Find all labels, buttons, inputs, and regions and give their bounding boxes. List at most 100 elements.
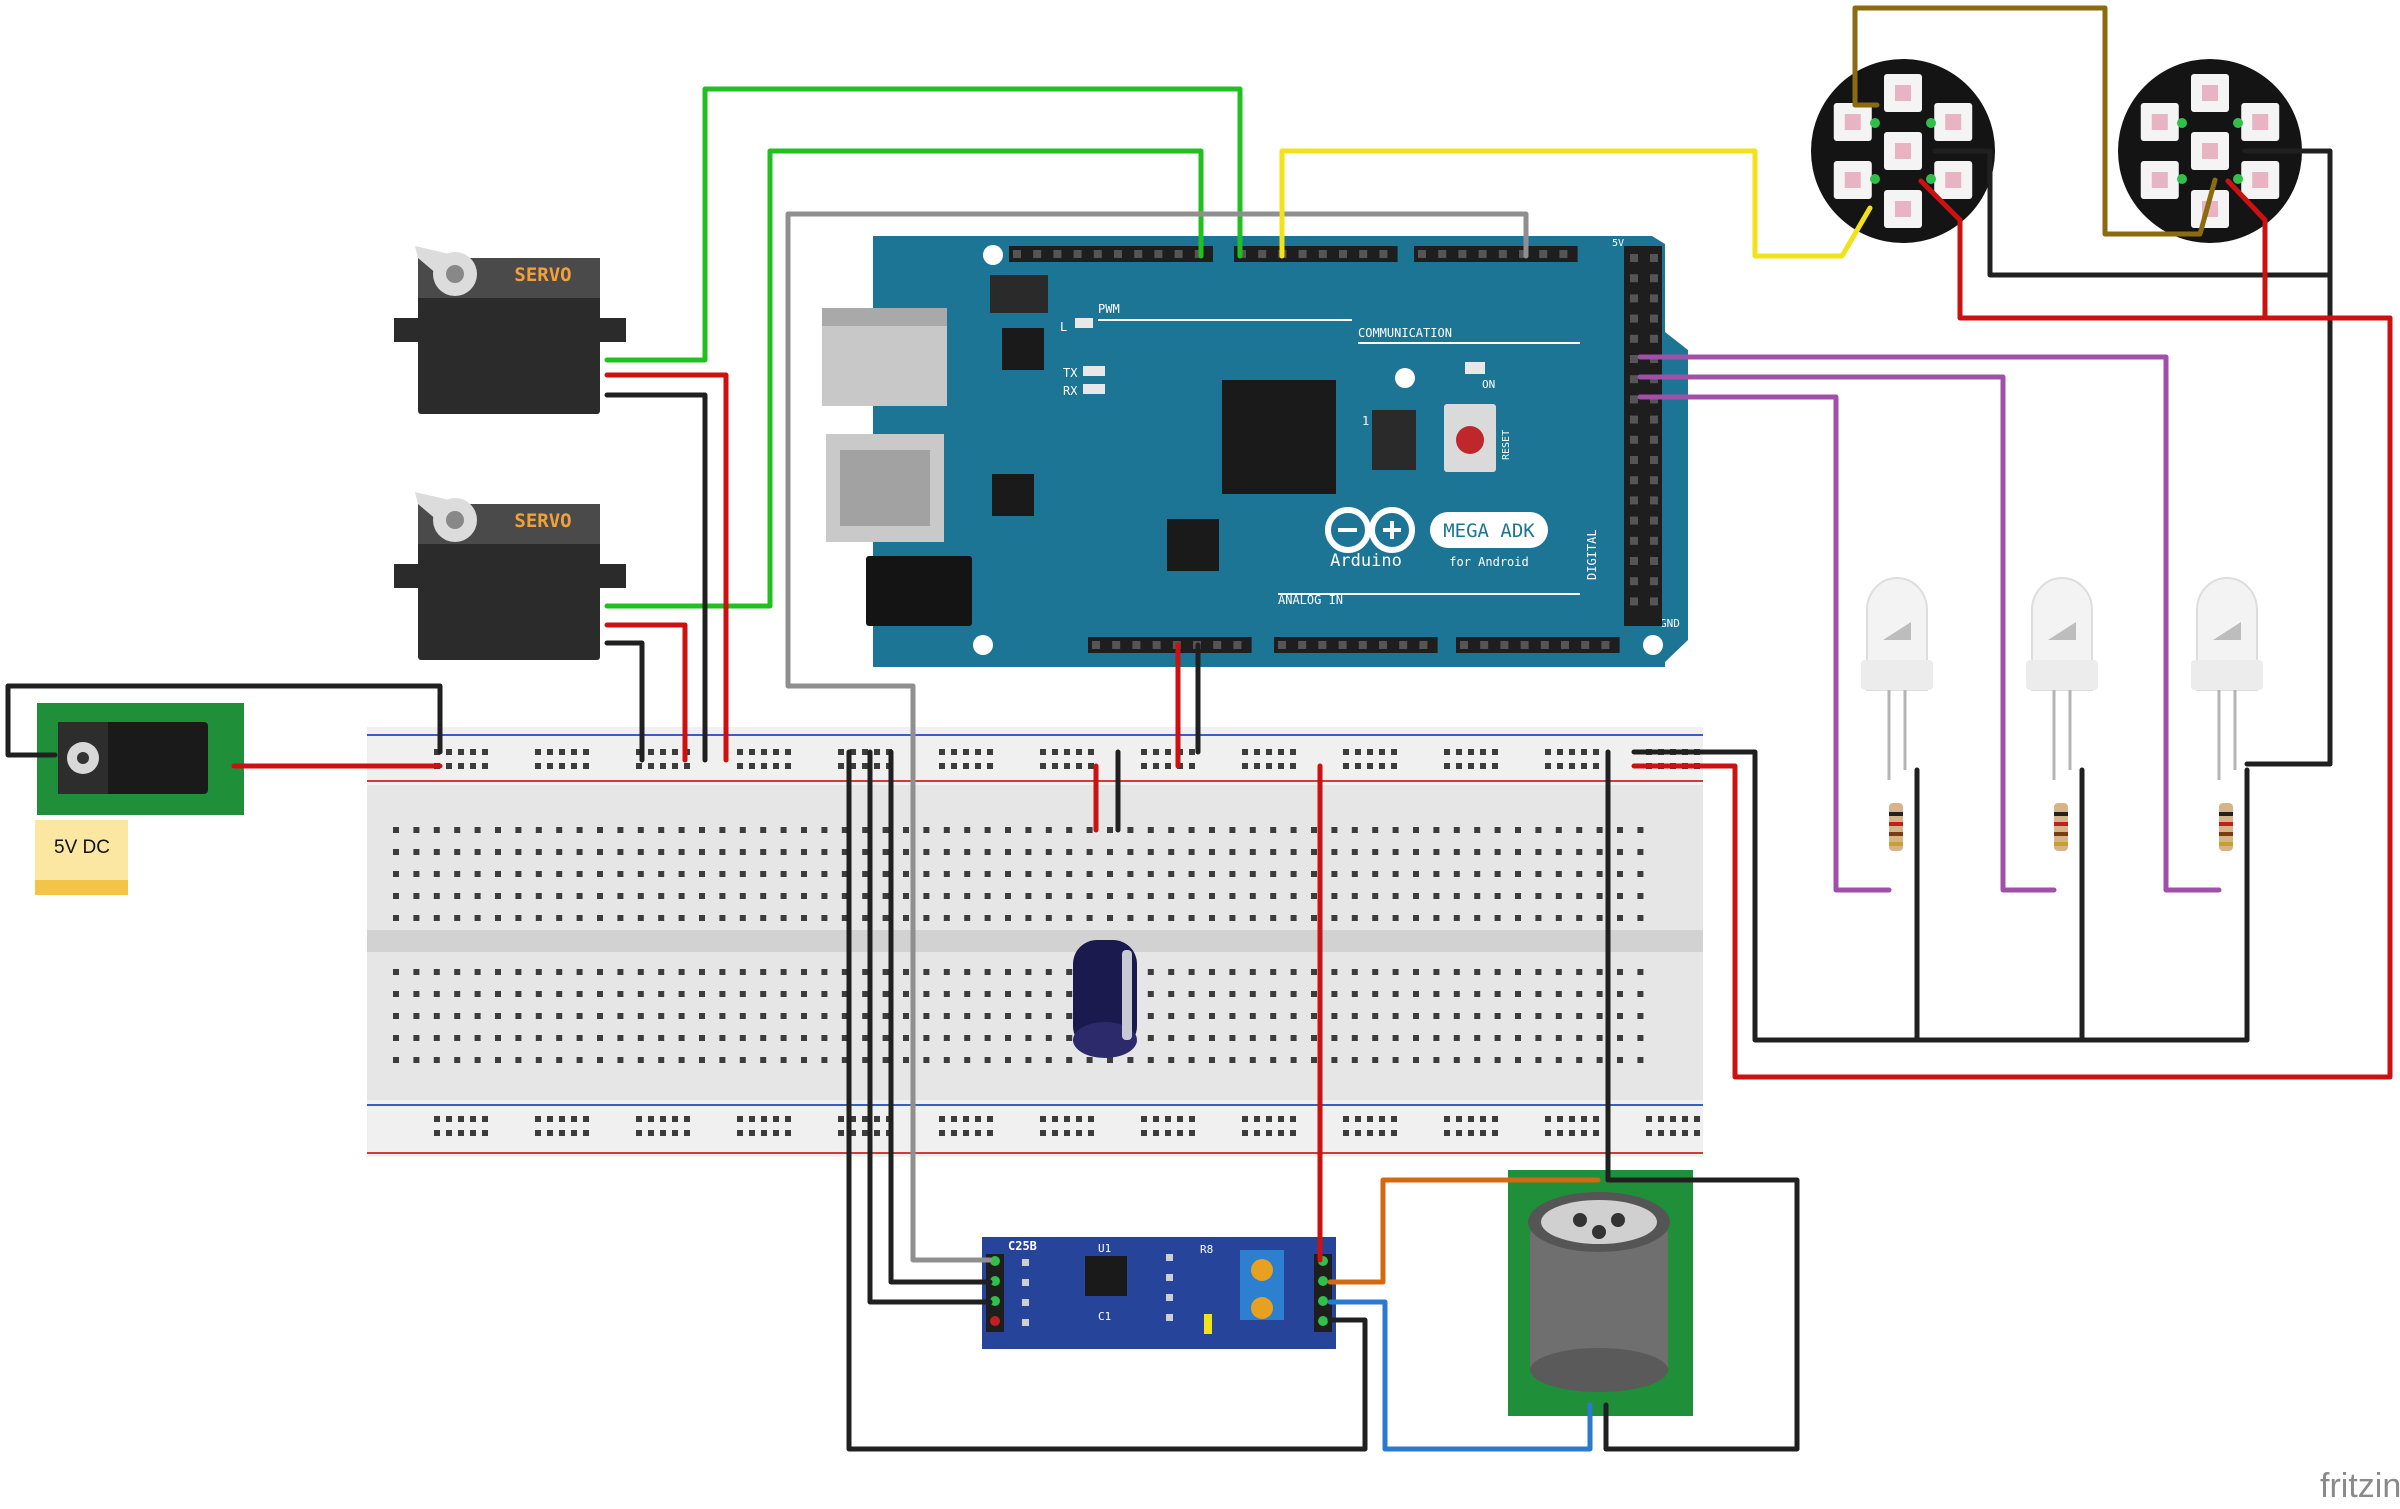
breadboard-hole[interactable] — [556, 1057, 563, 1063]
breadboard-hole[interactable] — [1188, 1057, 1195, 1063]
breadboard-hole[interactable] — [1242, 763, 1248, 769]
neopixel-pad[interactable] — [1870, 118, 1880, 128]
breadboard-hole[interactable] — [1596, 915, 1603, 921]
breadboard-hole[interactable] — [1066, 1013, 1073, 1019]
header-pin[interactable] — [1630, 395, 1638, 404]
breadboard-hole[interactable] — [737, 749, 743, 755]
breadboard-hole[interactable] — [739, 991, 746, 997]
breadboard-hole[interactable] — [658, 849, 665, 855]
breadboard-hole[interactable] — [1290, 1013, 1297, 1019]
breadboard-hole[interactable] — [1392, 827, 1399, 833]
breadboard-hole[interactable] — [1025, 849, 1032, 855]
breadboard-hole[interactable] — [1515, 849, 1521, 855]
breadboard-hole[interactable] — [699, 969, 705, 975]
breadboard-hole[interactable] — [556, 969, 563, 975]
breadboard-hole[interactable] — [1515, 991, 1521, 997]
breadboard-hole[interactable] — [923, 849, 930, 855]
breadboard-hole[interactable] — [1468, 749, 1474, 755]
header-pin[interactable] — [1438, 250, 1447, 258]
breadboard-hole[interactable] — [393, 893, 399, 899]
breadboard-hole[interactable] — [1433, 969, 1440, 975]
breadboard-hole[interactable] — [1066, 893, 1073, 899]
breadboard-hole[interactable] — [1456, 749, 1462, 755]
breadboard-hole[interactable] — [1188, 849, 1195, 855]
rs485-pin[interactable] — [1318, 1296, 1328, 1306]
breadboard-hole[interactable] — [1064, 1116, 1070, 1122]
breadboard-hole[interactable] — [1066, 871, 1073, 877]
breadboard-hole[interactable] — [821, 969, 828, 975]
breadboard-hole[interactable] — [1025, 1057, 1032, 1063]
breadboard-hole[interactable] — [780, 991, 787, 997]
breadboard-hole[interactable] — [1596, 893, 1603, 899]
breadboard-hole[interactable] — [454, 827, 461, 833]
breadboard-hole[interactable] — [1413, 1013, 1419, 1019]
breadboard-hole[interactable] — [576, 893, 583, 899]
header-pin[interactable] — [1033, 250, 1042, 258]
breadboard-hole[interactable] — [739, 893, 746, 899]
breadboard-hole[interactable] — [1557, 749, 1563, 755]
breadboard-hole[interactable] — [821, 991, 828, 997]
breadboard-hole[interactable] — [1025, 1035, 1032, 1041]
breadboard-hole[interactable] — [393, 915, 399, 921]
rs485-pin[interactable] — [990, 1276, 1000, 1286]
breadboard-hole[interactable] — [984, 1057, 991, 1063]
breadboard-hole[interactable] — [658, 991, 665, 997]
breadboard-hole[interactable] — [1086, 849, 1093, 855]
breadboard-hole[interactable] — [1367, 763, 1373, 769]
breadboard-hole[interactable] — [576, 969, 583, 975]
breadboard-hole[interactable] — [1379, 749, 1385, 755]
breadboard-hole[interactable] — [1290, 1035, 1297, 1041]
breadboard-hole[interactable] — [737, 763, 743, 769]
breadboard-hole[interactable] — [1453, 915, 1460, 921]
breadboard-hole[interactable] — [1576, 969, 1583, 975]
breadboard-hole[interactable] — [1456, 1130, 1462, 1136]
breadboard-hole[interactable] — [874, 749, 880, 755]
breadboard-hole[interactable] — [617, 915, 624, 921]
breadboard-hole[interactable] — [684, 1116, 690, 1122]
breadboard-hole[interactable] — [903, 827, 909, 833]
breadboard-hole[interactable] — [1480, 1130, 1486, 1136]
breadboard-hole[interactable] — [678, 915, 685, 921]
breadboard-hole[interactable] — [821, 893, 828, 899]
breadboard-hole[interactable] — [903, 893, 909, 899]
breadboard-hole[interactable] — [1555, 969, 1562, 975]
breadboard-hole[interactable] — [535, 871, 542, 877]
breadboard-hole[interactable] — [1229, 991, 1236, 997]
header-pin[interactable] — [1630, 597, 1638, 606]
breadboard-hole[interactable] — [874, 1130, 880, 1136]
breadboard-hole[interactable] — [951, 1116, 957, 1122]
breadboard-hole[interactable] — [1005, 827, 1011, 833]
breadboard-hole[interactable] — [433, 991, 440, 997]
breadboard-hole[interactable] — [1372, 871, 1379, 877]
header-pin[interactable] — [1152, 641, 1161, 649]
breadboard-hole[interactable] — [637, 915, 644, 921]
header-pin[interactable] — [1630, 476, 1638, 485]
breadboard-hole[interactable] — [923, 1013, 930, 1019]
breadboard-hole[interactable] — [637, 991, 644, 997]
breadboard-hole[interactable] — [1392, 1013, 1399, 1019]
breadboard-hole[interactable] — [458, 1116, 464, 1122]
breadboard-hole[interactable] — [474, 1057, 481, 1063]
breadboard-hole[interactable] — [1168, 991, 1175, 997]
breadboard-hole[interactable] — [1444, 749, 1450, 755]
breadboard-hole[interactable] — [1637, 893, 1644, 899]
breadboard-hole[interactable] — [1494, 1035, 1501, 1041]
breadboard-hole[interactable] — [963, 749, 969, 755]
breadboard-hole[interactable] — [862, 1116, 868, 1122]
breadboard-hole[interactable] — [1474, 1035, 1481, 1041]
breadboard-hole[interactable] — [597, 1057, 603, 1063]
breadboard-hole[interactable] — [547, 749, 553, 755]
breadboard-hole[interactable] — [495, 1057, 501, 1063]
breadboard-hole[interactable] — [495, 827, 501, 833]
breadboard-hole[interactable] — [433, 893, 440, 899]
header-pin[interactable] — [1630, 355, 1638, 363]
breadboard-hole[interactable] — [1433, 1057, 1440, 1063]
breadboard-hole[interactable] — [1576, 871, 1583, 877]
breadboard-hole[interactable] — [1249, 1013, 1256, 1019]
breadboard-hole[interactable] — [882, 871, 889, 877]
breadboard-hole[interactable] — [1379, 1130, 1385, 1136]
breadboard-hole[interactable] — [923, 915, 930, 921]
breadboard-hole[interactable] — [780, 871, 787, 877]
breadboard-hole[interactable] — [984, 991, 991, 997]
breadboard-hole[interactable] — [1086, 915, 1093, 921]
